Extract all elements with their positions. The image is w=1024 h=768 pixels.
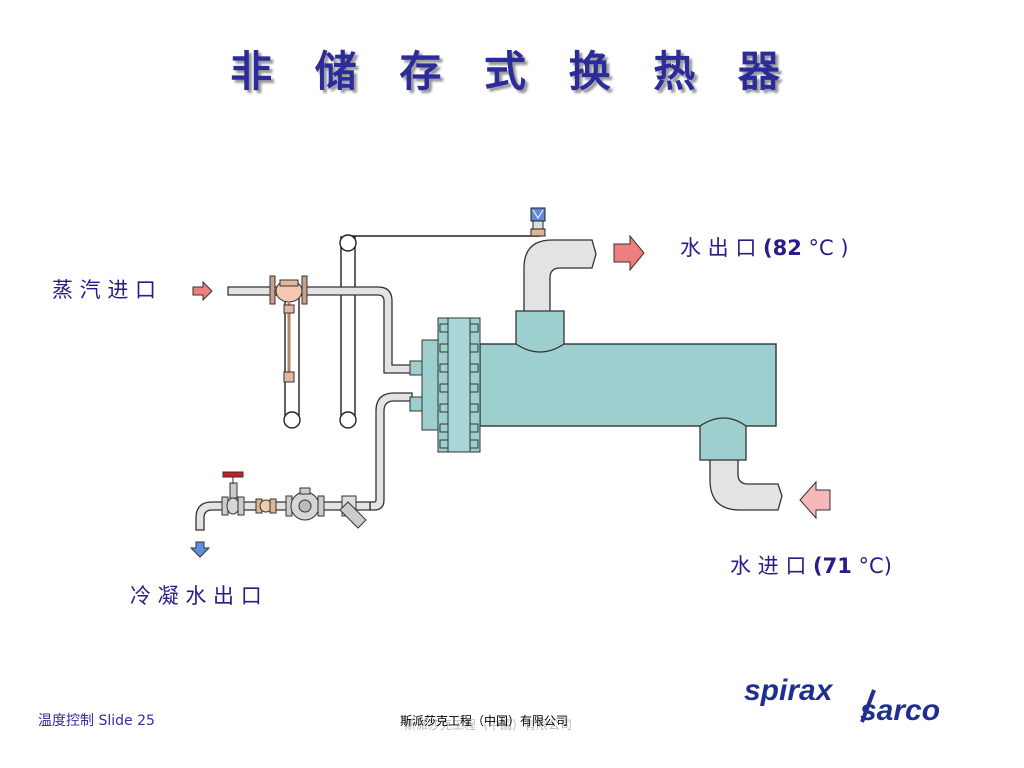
inlet-nozzle [699,417,747,461]
logo-sarco: sarco [860,694,940,727]
condensate-out-arrow [189,541,211,558]
steam-inlet-pipe [227,286,413,374]
water-inlet-text: 水 进 口 [730,554,814,578]
condensate-pipe [369,392,413,511]
logo-spirax: spirax [744,674,834,707]
water-out-arrow [613,234,645,272]
flange-left [421,339,439,431]
cold-water-inlet-pipe [709,449,783,511]
footer-slide-number: 温度控制 Slide 25 [38,713,155,729]
water-inlet-unit: °C) [858,554,892,578]
check-valve [255,498,277,514]
water-outlet-unit: °C ) [808,236,849,260]
water-outlet-temp: (82 [763,236,802,260]
capillary-coil-bottom-left [283,411,301,429]
hot-water-outlet-pipe [523,239,597,321]
water-outlet-text: 水 出 口 [680,236,764,260]
footer-company-shadow: 斯派莎克工程（中国）有限公司 [404,718,573,732]
water-inlet-temp: (71 [813,554,852,578]
steam-trap [285,487,325,521]
steam-control-valve [269,275,308,383]
steam-stub [409,360,423,376]
spirax-sarco-logo: spirax sarco [744,674,940,727]
water-in-arrow [799,480,831,520]
condensate-outlet-label: 冷 凝 水 出 口 [130,584,262,608]
water-outlet-label: 水 出 口 (82 °C ) [680,232,849,262]
outlet-nozzle [515,310,565,353]
flange-bolts [439,323,479,449]
capillary-coil-bottom-right [339,411,357,429]
capillary-coil-top [339,234,357,252]
isolation-valve [221,471,245,516]
condensate-stub [409,396,423,412]
exchanger-shell [479,343,777,427]
steam-inlet-label: 蒸 汽 进 口 [52,278,157,302]
temperature-sensor [530,207,546,237]
footer-company: 斯派莎克工程（中国）有限公司 [400,714,569,728]
water-inlet-label: 水 进 口 (71 °C) [730,550,892,580]
flange-plate [447,317,471,453]
strainer [339,495,367,529]
steam-in-arrow [192,280,213,302]
page-title: 非 储 存 式 换 热 器 [230,47,794,96]
